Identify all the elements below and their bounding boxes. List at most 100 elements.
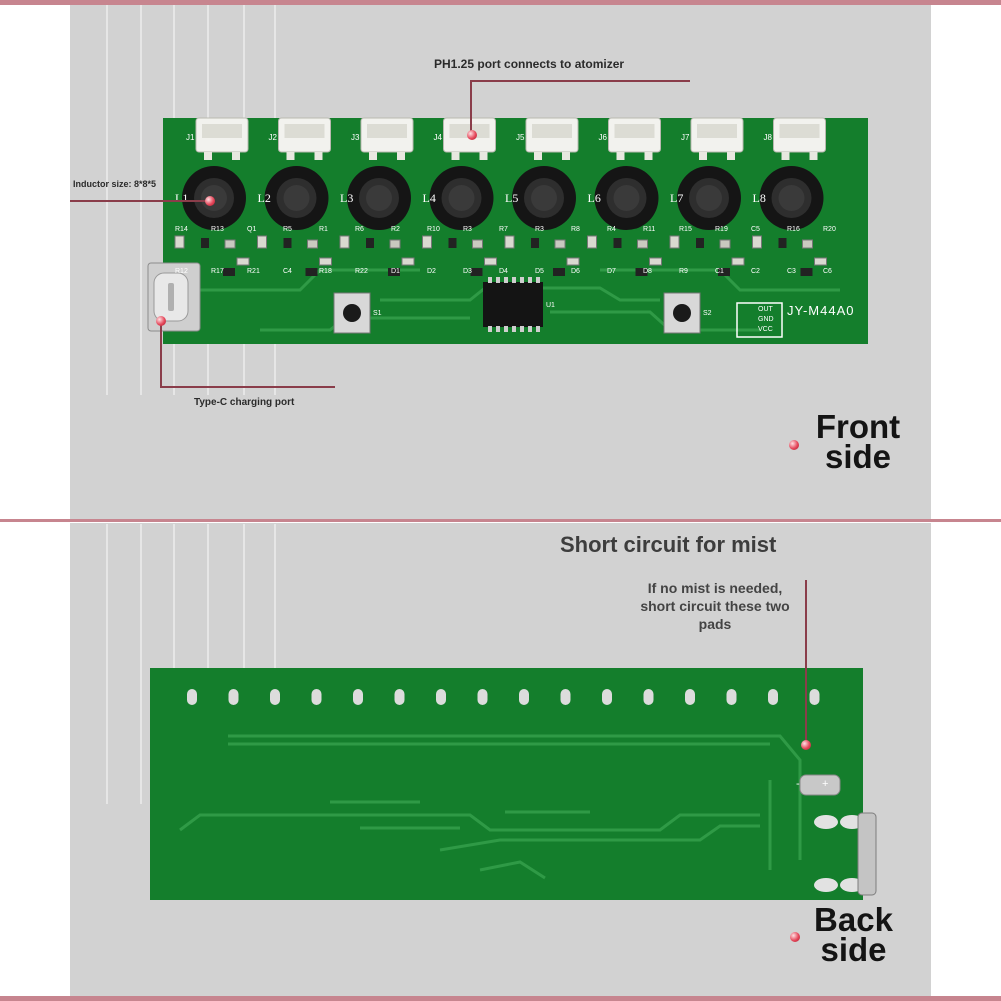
connector-label: J2 xyxy=(269,133,278,142)
silkscreen-label: R5 xyxy=(283,226,292,233)
back-pad xyxy=(643,689,654,705)
silkscreen-label: D8 xyxy=(643,268,652,275)
inductor-l3: L3 xyxy=(340,166,411,230)
typec-marker xyxy=(156,316,166,326)
back-pad xyxy=(270,689,280,705)
inductor-l7: L7 xyxy=(670,166,741,230)
inductor-l8: L8 xyxy=(753,166,824,230)
mist-marker xyxy=(801,740,811,750)
typec-leader xyxy=(160,386,335,388)
pin-label: GND xyxy=(758,316,774,323)
board-model: JY-M44A0 xyxy=(787,303,855,318)
silkscreen-label: R13 xyxy=(211,226,224,233)
back-pcb-board xyxy=(150,668,863,900)
silkscreen-label: D2 xyxy=(427,268,436,275)
silkscreen-label: R11 xyxy=(643,226,656,233)
inductor-label: L8 xyxy=(753,191,766,205)
inductor-l5: L5 xyxy=(505,166,576,230)
back-pad xyxy=(726,689,737,705)
inductor-label: L3 xyxy=(340,191,353,205)
bottom-accent-rule xyxy=(0,996,1001,1001)
switch-label: S1 xyxy=(373,310,382,317)
connector-j1: J1 xyxy=(186,117,249,160)
silkscreen-label: R3 xyxy=(535,226,544,233)
silkscreen-label: C6 xyxy=(823,268,832,275)
silkscreen-label: C3 xyxy=(787,268,796,275)
silkscreen-label: R2 xyxy=(391,226,400,233)
silkscreen-label: R3 xyxy=(463,226,472,233)
stripe xyxy=(140,524,142,804)
mist-leader xyxy=(805,580,807,742)
silkscreen-label: R14 xyxy=(175,226,188,233)
back-title: Short circuit for mist xyxy=(560,532,777,557)
back-pad xyxy=(228,689,239,705)
chip-u1 xyxy=(483,282,543,327)
connector-j6: J6 xyxy=(599,117,661,160)
silkscreen-label: R17 xyxy=(211,268,224,275)
atomizer-marker xyxy=(467,130,477,140)
silkscreen-label: C5 xyxy=(751,226,760,233)
connector-label: J8 xyxy=(764,133,773,142)
silkscreen-label: R21 xyxy=(247,268,260,275)
silkscreen-label: R6 xyxy=(355,226,364,233)
typec-callout: Type-C charging port xyxy=(194,397,295,408)
connector-label: J6 xyxy=(599,133,608,142)
back-pad xyxy=(768,689,778,705)
atomizer-leader xyxy=(470,80,690,82)
inductor-label: L4 xyxy=(423,191,436,205)
connector-j7: J7 xyxy=(681,117,744,160)
top-accent-rule xyxy=(0,0,1001,5)
back-pad xyxy=(560,689,571,705)
connector-j3: J3 xyxy=(351,117,414,160)
back-pad xyxy=(187,689,197,705)
stripe xyxy=(243,524,245,804)
inductor-label: L7 xyxy=(670,191,683,205)
back-pad xyxy=(685,689,695,705)
silkscreen-label: R19 xyxy=(715,226,728,233)
stripe xyxy=(106,524,108,804)
back-pad xyxy=(353,689,363,705)
silkscreen-label: R16 xyxy=(787,226,800,233)
silkscreen-label: R4 xyxy=(607,226,616,233)
atomizer-callout: PH1.25 port connects to atomizer xyxy=(434,57,625,71)
silkscreen-label: C2 xyxy=(751,268,760,275)
silkscreen-label: D6 xyxy=(571,268,580,275)
silkscreen-label: C1 xyxy=(715,268,724,275)
silkscreen-label: D1 xyxy=(391,268,400,275)
stripe xyxy=(207,524,209,804)
back-pad xyxy=(477,689,488,705)
inductor-l4: L4 xyxy=(423,166,494,230)
stripe xyxy=(274,524,276,804)
silkscreen-label: R15 xyxy=(679,226,692,233)
inductor-callout: Inductor size: 8*8*5 xyxy=(73,179,157,189)
connector-j8: J8 xyxy=(764,117,826,160)
inductor-marker xyxy=(205,196,215,206)
inductor-label: L6 xyxy=(588,191,601,205)
middle-accent-rule xyxy=(0,519,1001,522)
silkscreen-label: C4 xyxy=(283,268,292,275)
connector-label: J3 xyxy=(351,133,360,142)
inductor-label: L5 xyxy=(505,191,518,205)
inductor-l6: L6 xyxy=(588,166,659,230)
silkscreen-label: R18 xyxy=(319,268,332,275)
back-pad xyxy=(436,689,446,705)
back-pad xyxy=(809,689,820,705)
connector-label: J5 xyxy=(516,133,525,142)
silkscreen-label: R20 xyxy=(823,226,836,233)
pin-label: VCC xyxy=(758,326,773,333)
back-pad xyxy=(394,689,405,705)
typec-leader xyxy=(160,318,162,388)
silkscreen-label: D7 xyxy=(607,268,616,275)
silkscreen-label: R7 xyxy=(499,226,508,233)
connector-label: J1 xyxy=(186,133,195,142)
silkscreen-label: R8 xyxy=(571,226,580,233)
inductor-l2: L2 xyxy=(258,166,329,230)
silkscreen-label: D4 xyxy=(499,268,508,275)
switch-label: S2 xyxy=(703,310,712,317)
back-board-mark: + xyxy=(822,778,829,790)
